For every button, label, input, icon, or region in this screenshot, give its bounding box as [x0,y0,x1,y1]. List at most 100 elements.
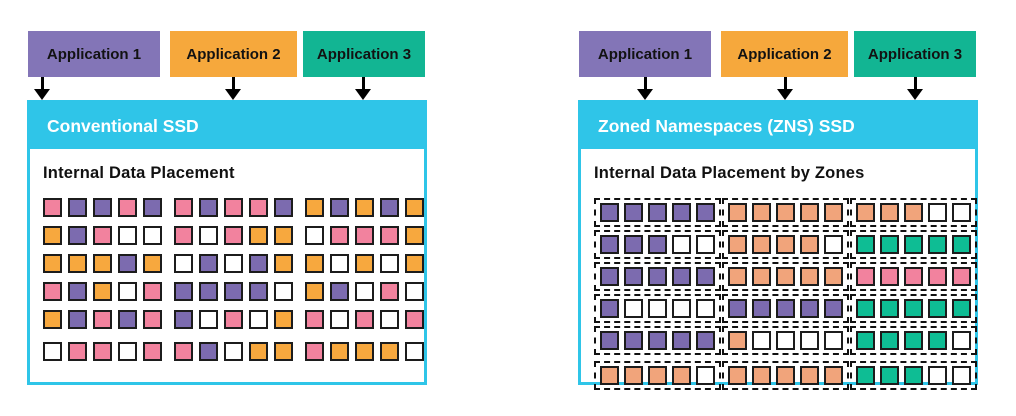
zone-outline [850,198,977,227]
salmon-data-block [824,203,843,222]
purple-data-block [728,299,747,318]
teal-data-block [952,235,971,254]
salmon-data-block [752,366,771,385]
purple-data-block [648,331,667,350]
orange-data-block [355,342,374,361]
white-data-block [274,282,293,301]
zns-ssd-title: Zoned Namespaces (ZNS) SSD [598,115,855,136]
salmon-data-block [728,267,747,286]
zone-outline [722,294,849,323]
zone-outline [850,262,977,291]
teal-data-block [880,331,899,350]
orange-data-block [274,226,293,245]
purple-data-block [199,342,218,361]
teal-data-block [904,366,923,385]
grid-row [594,198,977,227]
internal-data-placement-by-zones-title: Internal Data Placement by Zones [594,164,865,182]
white-data-block [624,299,643,318]
pink-data-block [174,342,193,361]
orange-data-block [68,254,87,273]
teal-data-block [856,235,875,254]
purple-data-block [330,198,349,217]
white-data-block [696,299,715,318]
orange-data-block [143,254,162,273]
zone-outline [850,230,977,259]
salmon-data-block [600,366,619,385]
pink-data-block [143,282,162,301]
pink-data-block [68,342,87,361]
salmon-data-block [776,366,795,385]
orange-data-block [274,342,293,361]
salmon-data-block [856,203,875,222]
teal-data-block [904,299,923,318]
salmon-data-block [800,267,819,286]
pink-data-block [380,226,399,245]
white-data-block [355,282,374,301]
purple-data-block [600,267,619,286]
pink-data-block [93,342,112,361]
grid-row [594,230,977,259]
pink-data-block [952,267,971,286]
salmon-data-block [752,267,771,286]
application-3-label: Application 3 [316,45,412,63]
pink-data-block [118,198,137,217]
down-arrow-icon [225,77,241,100]
pink-data-block [355,226,374,245]
cell-group [43,198,162,217]
purple-data-block [224,282,243,301]
zns-data-grid [594,198,977,390]
orange-data-block [380,342,399,361]
cell-group [174,254,293,273]
teal-data-block [928,331,947,350]
white-data-block [672,299,691,318]
white-data-block [224,254,243,273]
cell-group [305,198,424,217]
teal-data-block [880,366,899,385]
purple-data-block [600,299,619,318]
down-arrow-icon [907,77,923,100]
down-arrow-icon [777,77,793,100]
purple-data-block [672,331,691,350]
purple-data-block [68,226,87,245]
purple-data-block [696,267,715,286]
teal-data-block [856,331,875,350]
white-data-block [118,282,137,301]
pink-data-block [880,267,899,286]
orange-data-block [330,342,349,361]
zone-outline [594,326,721,355]
application-1-box: Application 1 [579,31,711,77]
purple-data-block [330,282,349,301]
zone-outline [722,230,849,259]
salmon-data-block [624,366,643,385]
down-arrow-icon [637,77,653,100]
pink-data-block [174,198,193,217]
white-data-block [928,203,947,222]
salmon-data-block [800,235,819,254]
panel-conventional-ssd: Application 1 Application 2 Application … [27,31,427,391]
pink-data-block [330,226,349,245]
salmon-data-block [752,203,771,222]
salmon-data-block [776,203,795,222]
white-data-block [380,310,399,329]
pink-data-block [174,226,193,245]
application-2-label: Application 2 [737,45,832,63]
purple-data-block [93,198,112,217]
salmon-data-block [752,235,771,254]
orange-data-block [43,254,62,273]
white-data-block [405,342,424,361]
conventional-ssd-content: Internal Data Placement [30,151,424,361]
zns-ssd-content: Internal Data Placement by Zones [581,151,977,390]
purple-data-block [380,198,399,217]
purple-data-block [118,310,137,329]
purple-data-block [624,235,643,254]
grid-row [43,282,424,301]
zone-outline [850,361,977,390]
orange-data-block [249,342,268,361]
teal-data-block [952,299,971,318]
purple-data-block [600,331,619,350]
pink-data-block [143,342,162,361]
cell-group [43,310,162,329]
cell-group [174,226,293,245]
grid-row [43,254,424,273]
teal-data-block [904,331,923,350]
